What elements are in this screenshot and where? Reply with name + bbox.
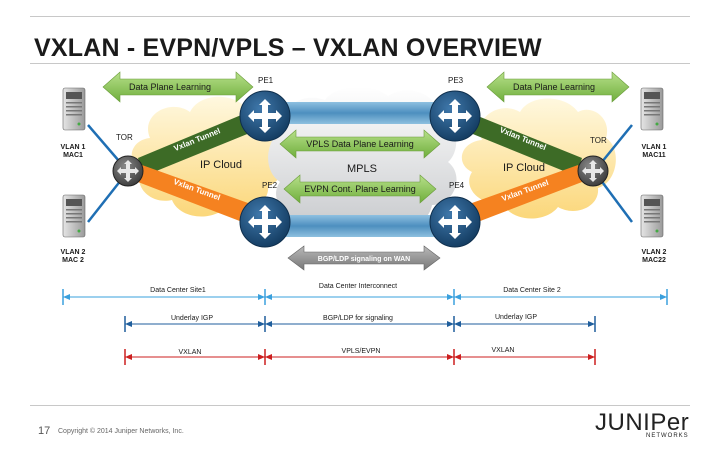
tor-switch-right [577,155,609,187]
pe2-label: PE2 [262,181,278,190]
span-row-3 [124,349,596,365]
juniper-logo: JUNIPer NETWORKS [595,409,690,441]
vxlan-tunnel-right-bottom [458,165,582,228]
span-label: Underlay IGP [171,315,213,322]
wan-link-bottom [262,215,452,237]
page-title: VXLAN - EVPN/VPLS – VXLAN OVERVIEW [34,34,542,62]
logo-wordmark: JUNIPer [595,409,690,436]
vxlan-tunnel-right-top [458,108,582,176]
span-label: BGP/LDP for signaling [323,315,393,322]
bgp-ldp-label: BGP/LDP signaling on WAN [318,256,410,263]
router-pe4 [429,196,481,248]
host-label: VLAN 2 [61,249,86,256]
span-row-1 [62,289,668,305]
title-underline [30,63,690,64]
data-plane-arrow-right [486,71,630,103]
pe1-label: PE1 [258,76,274,85]
router-pe3 [429,90,481,142]
span-label: VPLS/EVPN [342,348,381,355]
copyright-text: Copyright © 2014 Juniper Networks, Inc. [58,428,184,435]
host-label: MAC 2 [62,257,84,264]
host-label: MAC11 [642,152,665,159]
data-plane-label-left: Data Plane Learning [129,82,211,92]
tor-label-left: TOR [116,133,133,142]
host-label: VLAN 1 [642,144,667,151]
page-number: 17 [38,425,51,437]
footer-rule [30,405,690,406]
span-label: Data Center Site1 [150,287,206,294]
data-plane-arrow-left [102,71,254,103]
span-label: VXLAN [492,347,515,354]
logo-subtext: NETWORKS [646,433,689,439]
ip-cloud-label-right: IP Cloud [503,162,545,174]
tor-switch-left [112,155,144,187]
router-pe1 [239,90,291,142]
vxlan-tunnel-left-bottom [138,165,262,228]
vxlan-tunnel-left-top [138,108,262,176]
host-label: MAC1 [63,152,83,159]
span-row-2 [124,316,596,332]
bgp-ldp-arrow [287,245,441,271]
wan-link-top [262,102,452,124]
host-label: VLAN 2 [642,249,667,256]
host-label: MAC22 [642,257,666,264]
evpn-label: EVPN Cont. Plane Learning [304,184,416,194]
span-label: Underlay IGP [495,314,537,321]
data-plane-label-right: Data Plane Learning [513,82,595,92]
span-label: VXLAN [179,349,202,356]
server-left-top [62,87,86,131]
server-left-bottom [62,194,86,238]
mpls-label: MPLS [347,163,377,175]
span-label: Data Center Site 2 [503,287,561,294]
vpls-arrow [279,129,441,159]
top-rule [30,16,690,17]
router-pe2 [239,196,291,248]
ip-cloud-label-left: IP Cloud [200,159,242,171]
host-label: VLAN 1 [61,144,86,151]
server-right-top [640,87,664,131]
evpn-arrow [283,174,437,204]
pe3-label: PE3 [448,76,464,85]
vpls-label: VPLS Data Plane Learning [306,139,414,149]
server-right-bottom [640,194,664,238]
pe4-label: PE4 [449,181,465,190]
tor-label-right: TOR [590,136,607,145]
span-label: Data Center Interconnect [319,283,397,290]
